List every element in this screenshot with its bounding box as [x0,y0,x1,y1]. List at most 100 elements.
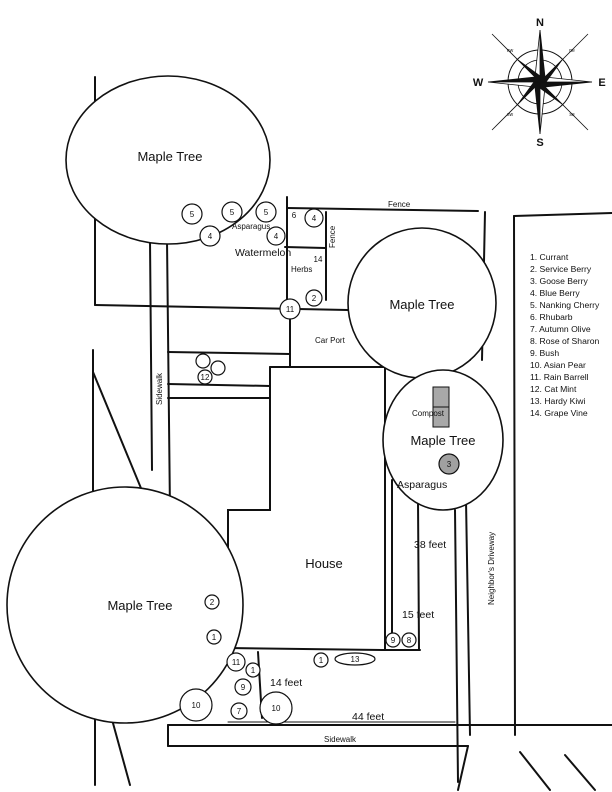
dimension-15-feet: 15 feet [402,609,434,621]
legend-item: 13. Hardy Kiwi [530,396,586,406]
compost-label: Compost [412,409,445,418]
plant-marker [199,225,221,247]
marker-number: 11 [232,658,241,667]
side-sidewalk-right [166,239,171,513]
house-outline [227,366,386,652]
marker-number: 4 [274,232,279,241]
marker-number: 6 [292,211,297,220]
maple-tree-northwest [65,75,271,245]
sidewalk-label-vertical: Sidewalk [155,372,164,405]
marker-number: 14 [314,255,323,264]
gooseberry-bush [438,453,460,475]
legend-item: 2. Service Berry [530,264,592,274]
plant-marker [313,652,329,668]
legend-item: 5. Nanking Cherry [530,300,600,310]
plant-marker [334,652,376,666]
dimension-14-feet: 14 feet [270,677,302,689]
legend-item: 9. Bush [530,348,560,358]
plant-marker [221,201,243,223]
watermelon-label: Watermelon [235,247,291,259]
maple-tree-label: Maple Tree [137,149,202,164]
marker-number: 10 [192,701,201,710]
marker-number: 10 [272,704,281,713]
plant-marker [255,201,277,223]
plant-marker [230,702,248,720]
plant-marker [245,662,261,678]
compass-e: E [598,77,605,89]
maple-tree-label: Maple Tree [107,598,172,613]
marker-number: 2 [312,294,317,303]
plant-marker [305,289,323,307]
plant-marker [401,632,417,648]
legend-item: 4. Blue Berry [530,288,580,298]
legend-item: 8. Rose of Sharon [530,336,600,346]
legend-item: 6. Rhubarb [530,312,573,322]
legend-item: 3. Goose Berry [530,276,588,286]
plant-marker [181,203,203,225]
marker-number: 8 [407,636,412,645]
marker-number: 1 [212,633,217,642]
dimension-38-feet: 38 feet [414,539,446,551]
legend-item: 12. Cat Mint [530,384,577,394]
north-yard-line [94,304,349,311]
legend-item: 11. Rain Barrell [530,372,589,382]
marker-number: 4 [312,214,317,223]
side-east-line [454,509,459,783]
marker-number: 5 [230,208,235,217]
plant-marker [279,298,301,320]
plant-marker [266,226,286,246]
side-yard-mid [167,383,271,387]
sidewalk-diagonal [92,371,151,511]
compost-bin [432,386,450,428]
compass-s: S [536,137,543,149]
driveway-diagonal-2 [564,754,596,791]
neighbors-driveway-label: Neighbor's Driveway [487,532,496,605]
asparagus-label: Asparagus [232,222,270,231]
compass-sw: sw [507,112,514,118]
legend-item: 7. Autumn Olive [530,324,591,334]
marker-number: 11 [286,305,295,314]
plant-marker [259,691,293,725]
dimension-44-feet: 44 feet [352,711,384,723]
marker-number: 3 [447,460,452,469]
plant-marker [226,652,246,672]
plant-marker [210,360,226,376]
plant-legend: 1. Currant 2. Service Berry 3. Goose Ber… [530,251,599,419]
compass-rose: N S E W nw ne sw se [473,17,606,149]
marker-number: 13 [351,655,360,664]
south-street-diagonal [457,745,469,791]
driveway-west [465,499,471,736]
marker-number: 1 [319,656,324,665]
driveway-east [513,215,516,736]
marker-number: 5 [190,210,195,219]
maple-tree-label: Maple Tree [389,297,454,312]
compass-n: N [536,17,544,29]
carport-label: Car Port [315,336,346,345]
side-sidewalk-left [149,239,153,471]
marker-number: 2 [210,598,215,607]
marker-number: 9 [241,683,246,692]
plant-marker [204,594,220,610]
marker-number: 4 [208,232,213,241]
maple-tree-east [382,369,504,511]
fence-label: Fence [388,200,411,209]
plant-marker [195,353,211,369]
fence-line [286,207,479,212]
maple-tree-label: Maple Tree [410,433,475,448]
driveway-top [513,212,612,217]
sidewalk-label: Sidewalk [324,735,357,744]
compass-w: W [473,77,484,89]
legend-item: 1. Currant [530,252,569,262]
plant-marker [179,688,213,722]
plant-marker [234,678,252,696]
herbs-label: Herbs [291,265,312,274]
east-yard-right [417,499,420,651]
compass-ne: ne [569,48,575,54]
maple-tree-southwest [6,486,244,724]
house-label: House [305,556,343,571]
marker-number: 7 [237,707,242,716]
side-yard-top [167,351,291,355]
plant-marker [304,208,324,228]
legend-item: 10. Asian Pear [530,360,586,370]
